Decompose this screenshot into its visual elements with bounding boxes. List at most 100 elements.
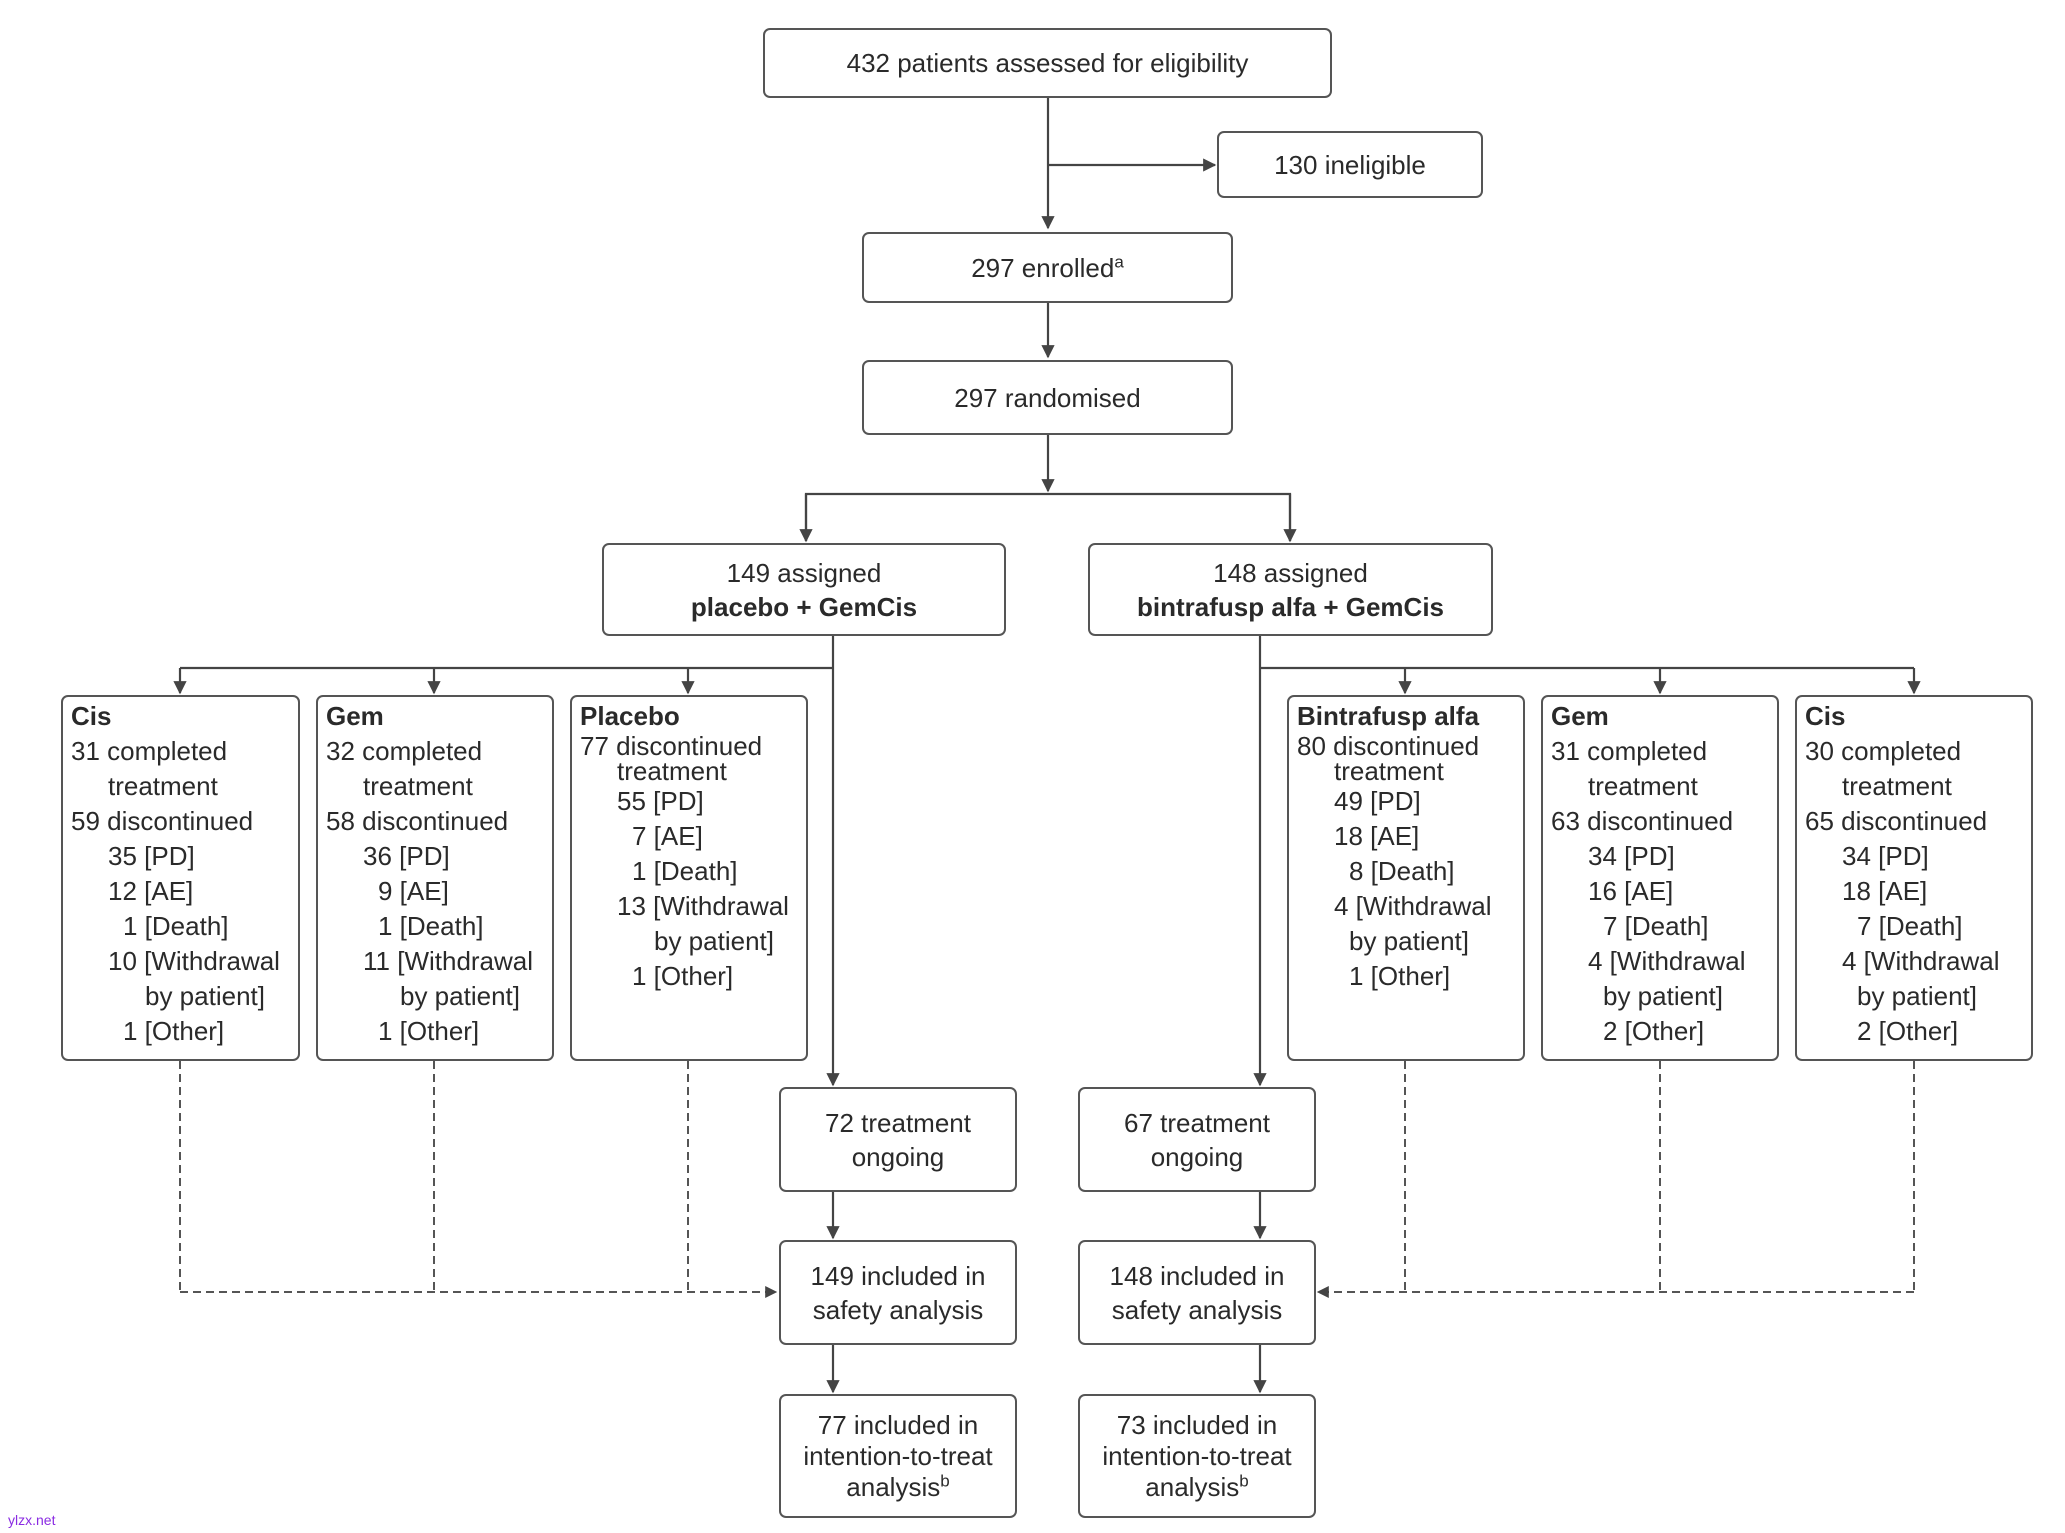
arm-line: by patient] [400,981,520,1011]
arm-line: treatment [108,771,218,801]
right-itt-footnote-marker: b [1239,1470,1249,1490]
right-gem-arm-box: Gem 31 completed treatment 63 discontinu… [1541,695,1779,1061]
arm-line: 4 [Withdrawal [1334,891,1492,921]
arm-line: 1 [Death] [378,911,484,941]
arm-line: 35 [PD] [108,841,195,871]
ineligible-box: 130 ineligible [1217,131,1483,198]
arm-line: 77 discontinued [580,731,763,761]
enrolled-text: 297 enrolled [971,252,1115,283]
ineligible-text: 130 ineligible [1274,149,1426,180]
arm-line: 2 [Other] [1603,1016,1705,1046]
left-itt-line2: intention-to-treat [803,1440,993,1471]
arm-line: 1 [Other] [632,961,734,991]
enrolled-box: 297 enrolleda [862,232,1233,303]
arm-line: by patient] [1349,926,1469,956]
left-assigned-count: 149 assigned [726,557,882,588]
right-cis-arm-box: Cis 30 completed treatment 65 discontinu… [1795,695,2033,1061]
left-assigned-regimen: placebo + GemCis [690,591,918,622]
enrolled-footnote-marker: a [1114,251,1124,271]
arm-line: 8 [Death] [1349,856,1455,886]
assessed-box: 432 patients assessed for eligibility [763,28,1332,98]
arm-line: 2 [Other] [1857,1016,1959,1046]
left-gem-arm-box: Gem 32 completed treatment 58 discontinu… [316,695,554,1061]
arm-line: 4 [Withdrawal [1842,946,2000,976]
arm-title: Gem [326,701,384,731]
arm-line: 13 [Withdrawal [617,891,789,921]
arm-line: 10 [Withdrawal [108,946,280,976]
arm-title: Gem [1551,701,1609,731]
right-bintrafusp-arm-box: Bintrafusp alfa 80 discontinued treatmen… [1287,695,1525,1061]
arm-line: treatment [617,756,727,786]
arm-line: 55 [PD] [617,786,704,816]
right-ongoing-line1: 67 treatment [1124,1107,1270,1138]
left-cis-arm-box: Cis 31 completed treatment 59 discontinu… [61,695,300,1061]
right-ongoing-box: 67 treatment ongoing [1078,1087,1316,1192]
left-itt-line1: 77 included in [817,1409,979,1440]
split-horizontal [804,492,1292,541]
right-assigned-box: 148 assigned bintrafusp alfa + GemCis [1088,543,1493,636]
left-ongoing-box: 72 treatment ongoing [779,1087,1017,1192]
arm-line: 63 discontinued [1551,806,1734,836]
arm-line: 1 [Death] [632,856,738,886]
left-safety-box: 149 included in safety analysis [779,1240,1017,1345]
left-safety-line2: safety analysis [812,1294,984,1325]
arm-line: 1 [Death] [123,911,229,941]
arm-line: 58 discontinued [326,806,509,836]
arm-line: 36 [PD] [363,841,450,871]
right-itt-box: 73 included in intention-to-treat analys… [1078,1394,1316,1518]
arm-line: 34 [PD] [1842,841,1929,871]
right-assigned-regimen: bintrafusp alfa + GemCis [1136,591,1445,622]
arm-line: 11 [Withdrawal [363,946,534,976]
arm-line: 7 [Death] [1857,911,1963,941]
right-itt-line3: analysis [1145,1471,1240,1502]
arm-line: 9 [AE] [378,876,449,906]
arm-line: 49 [PD] [1334,786,1421,816]
arm-title: Cis [71,701,112,731]
watermark-text: ylzx.net [8,1512,56,1528]
arm-line: treatment [1842,771,1952,801]
arm-line: 65 discontinued [1805,806,1988,836]
arm-line: treatment [1588,771,1698,801]
right-safety-line1: 148 included in [1109,1260,1285,1291]
randomised-box: 297 randomised [862,360,1233,435]
arm-line: 34 [PD] [1588,841,1675,871]
arm-line: 7 [Death] [1603,911,1709,941]
arm-line: 7 [AE] [632,821,703,851]
left-ongoing-line1: 72 treatment [825,1107,971,1138]
arm-title: Cis [1805,701,1846,731]
arm-line: treatment [363,771,473,801]
assessed-text: 432 patients assessed for eligibility [846,48,1249,78]
enrolled-label: 297 enrolleda [971,251,1124,285]
arm-line: 80 discontinued [1297,731,1480,761]
arm-line: 18 [AE] [1842,876,1928,906]
arm-line: by patient] [1603,981,1723,1011]
left-itt-line3: analysis [846,1471,941,1502]
left-assigned-box: 149 assigned placebo + GemCis [602,543,1006,636]
left-safety-line1: 149 included in [810,1260,986,1291]
left-itt-box: 77 included in intention-to-treat analys… [779,1394,1017,1518]
arm-line: 1 [Other] [1349,961,1451,991]
arm-title: Bintrafusp alfa [1297,701,1480,731]
arm-line: 30 completed [1805,736,1962,766]
randomised-text: 297 randomised [954,382,1141,413]
arm-line: 31 completed [1551,736,1708,766]
arm-title: Placebo [580,701,680,731]
arm-line: by patient] [145,981,265,1011]
arm-line: by patient] [1857,981,1977,1011]
left-itt-footnote-marker: b [940,1470,950,1490]
arm-line: 59 discontinued [71,806,254,836]
right-safety-box: 148 included in safety analysis [1078,1240,1316,1345]
arm-line: 1 [Other] [378,1016,480,1046]
arm-line: 32 completed [326,736,483,766]
left-ongoing-line2: ongoing [851,1141,945,1172]
arm-line: 12 [AE] [108,876,194,906]
left-itt-line3-wrap: analysisb [846,1472,949,1503]
arm-line: treatment [1334,756,1444,786]
left-placebo-arm-box: Placebo 77 discontinued treatment 55 [PD… [570,695,808,1061]
right-safety-line2: safety analysis [1111,1294,1283,1325]
arm-line: 4 [Withdrawal [1588,946,1746,976]
arm-line: 18 [AE] [1334,821,1420,851]
right-ongoing-line2: ongoing [1150,1141,1244,1172]
